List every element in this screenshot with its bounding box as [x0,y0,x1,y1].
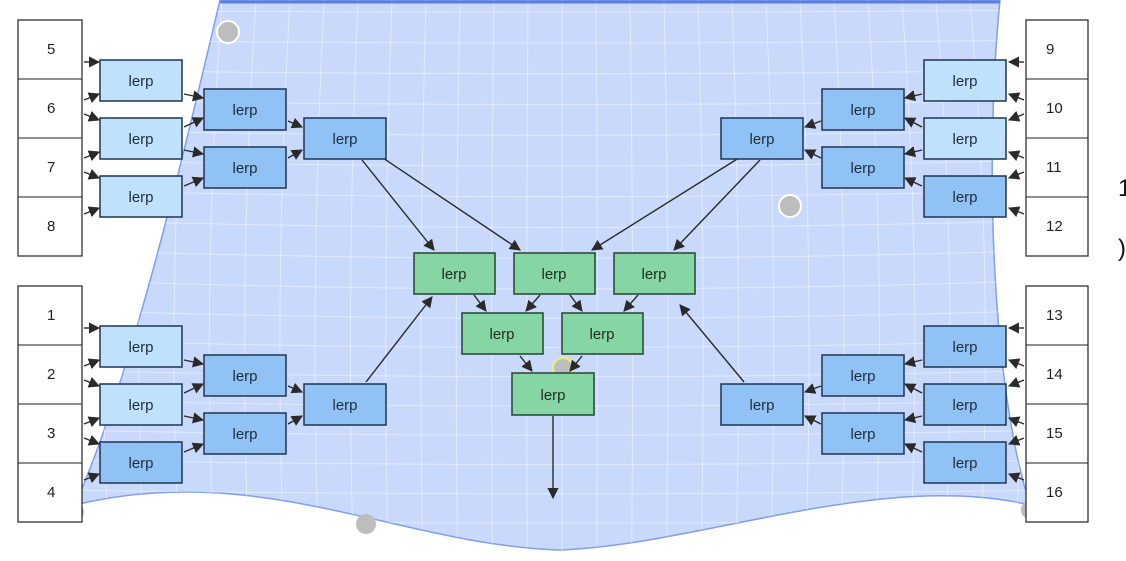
lerp-label: lerp [232,426,257,443]
lerp-label: lerp [128,73,153,90]
lerp-label: lerp [541,266,566,283]
lerp-label: lerp [749,397,774,414]
control-point-label: 3 [47,425,55,442]
control-point-label: 15 [1046,425,1063,442]
lerp-label: lerp [589,326,614,343]
lerp-label: lerp [128,189,153,206]
control-point-label: 7 [47,159,55,176]
lerp-label: lerp [232,160,257,177]
control-point-label: 4 [47,484,55,501]
lerp-label: lerp [441,266,466,283]
control-point-label: 8 [47,218,55,235]
lerp-label: lerp [850,102,875,119]
control-point-label: 11 [1046,159,1062,176]
control-point-label: 12 [1046,218,1063,235]
lerp-label: lerp [952,189,977,206]
control-point-label: 14 [1046,366,1063,383]
lerp-label: lerp [128,339,153,356]
control-point-label: 1 [47,307,55,324]
control-point-label: 6 [47,100,55,117]
lerp-label: lerp [952,131,977,148]
lerp-label: lerp [489,326,514,343]
lerp-label: lerp [641,266,666,283]
edge-fragments: 1 ) [1118,175,1126,262]
lerp-label: lerp [952,455,977,472]
control-point-label: 5 [47,41,55,58]
lerp-label: lerp [232,368,257,385]
lerp-label: lerp [332,131,357,148]
edge-fragment-text: 1 [1118,175,1126,202]
lerp-label: lerp [850,160,875,177]
lerp-label: lerp [952,339,977,356]
edge-fragment-text: ) [1118,235,1126,262]
lerp-label: lerp [952,397,977,414]
lerp-label: lerp [332,397,357,414]
lerp-label: lerp [749,131,774,148]
handle-dot [779,195,801,217]
handle-dot [217,21,239,43]
lerp-label: lerp [540,387,565,404]
lerp-label: lerp [850,426,875,443]
handle-dot [356,514,376,534]
control-point-label: 16 [1046,484,1063,501]
lerp-label: lerp [850,368,875,385]
control-point-label: 10 [1046,100,1063,117]
lerp-label: lerp [952,73,977,90]
lerp-label: lerp [232,102,257,119]
control-point-label: 9 [1046,41,1054,58]
lerp-label: lerp [128,131,153,148]
lerp-label: lerp [128,455,153,472]
control-point-label: 2 [47,366,55,383]
control-point-label: 13 [1046,307,1063,324]
lerp-label: lerp [128,397,153,414]
